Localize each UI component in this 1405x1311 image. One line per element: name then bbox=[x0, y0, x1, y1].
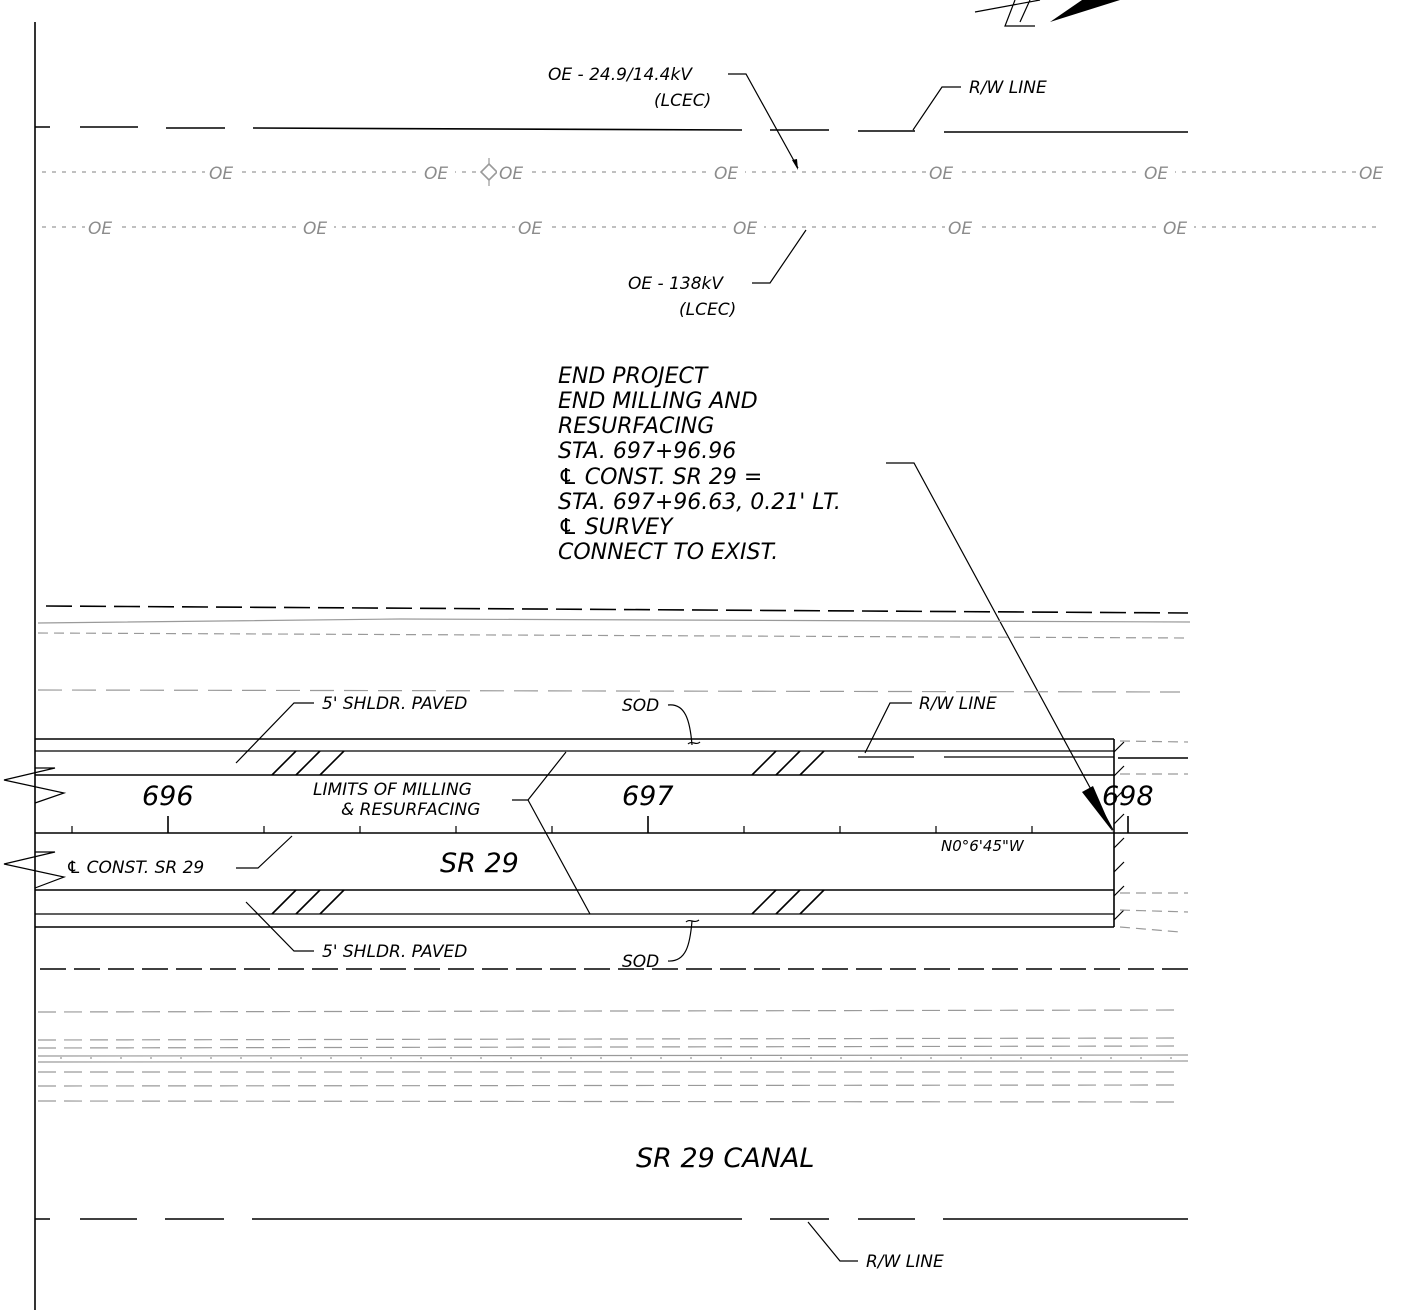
oe-upper-label: OE - 24.9/14.4kV bbox=[548, 65, 693, 85]
limits-label-line1: LIMITS OF MILLING bbox=[313, 780, 472, 800]
oe-label: OE bbox=[714, 164, 738, 184]
shoulder-label-south: 5' SHLDR. PAVED bbox=[322, 942, 467, 962]
rw-line-label-middle: R/W LINE bbox=[919, 694, 997, 714]
rw-line-label: R/W LINE bbox=[969, 78, 1047, 98]
existing-edges-north bbox=[37, 605, 1191, 693]
bearing-label: N0°6'45"W bbox=[941, 837, 1025, 855]
oe-label: OE bbox=[1144, 164, 1168, 184]
canal-label: SR 29 CANAL bbox=[636, 1143, 814, 1174]
rw-line-top bbox=[35, 126, 1188, 133]
oe-label: OE bbox=[424, 164, 448, 184]
station-696: 696 bbox=[142, 781, 194, 812]
rw-middle-callout: R/W LINE bbox=[858, 694, 1114, 758]
oe-lower-callout: OE - 138kV (LCEC) bbox=[628, 229, 807, 320]
station-698: 698 bbox=[1102, 781, 1154, 812]
oe-label: OE bbox=[1359, 164, 1383, 184]
oe-labels: OE OE OE OE OE OE OE OE OE OE OE OE OE bbox=[85, 162, 1386, 239]
station-ticks bbox=[71, 816, 1129, 833]
utility-pole-icon bbox=[479, 158, 499, 186]
note-line-1: END PROJECT bbox=[558, 364, 709, 389]
shoulder-callout-south: 5' SHLDR. PAVED bbox=[245, 901, 467, 962]
rw-line-label-bottom: R/W LINE bbox=[866, 1252, 944, 1272]
sod-callout-south: SOD bbox=[622, 919, 700, 972]
note-line-7: ℄ SURVEY bbox=[558, 515, 674, 540]
limits-label-line2: & RESURFACING bbox=[341, 800, 480, 820]
oe-label: OE bbox=[733, 219, 757, 239]
oe-label: OE bbox=[948, 219, 972, 239]
oe-label: OE bbox=[303, 219, 327, 239]
oe-upper-sublabel: (LCEC) bbox=[654, 91, 711, 111]
note-line-4: STA. 697+96.96 bbox=[558, 439, 736, 464]
existing-edges-south bbox=[37, 968, 1189, 1103]
sod-label-north: SOD bbox=[622, 696, 659, 716]
oe-upper-callout: OE - 24.9/14.4kV (LCEC) bbox=[548, 65, 799, 170]
oe-label: OE bbox=[929, 164, 953, 184]
centerline-label: ℄ CONST. SR 29 bbox=[66, 858, 204, 878]
sod-label-south: SOD bbox=[622, 952, 659, 972]
oe-label: OE bbox=[518, 219, 542, 239]
note-line-2: END MILLING AND bbox=[558, 389, 758, 414]
oe-lower-label: OE - 138kV bbox=[628, 274, 724, 294]
break-symbol-lower bbox=[3, 851, 67, 889]
road-name: SR 29 bbox=[440, 848, 519, 879]
sr29-roadway bbox=[35, 738, 1189, 933]
rw-upper-callout: R/W LINE bbox=[912, 78, 1047, 131]
note-line-8: CONNECT TO EXIST. bbox=[558, 540, 778, 565]
centerline-callout: ℄ CONST. SR 29 bbox=[66, 835, 293, 878]
oe-label: OE bbox=[209, 164, 233, 184]
shoulder-label-north: 5' SHLDR. PAVED bbox=[322, 694, 467, 714]
note-line-6: STA. 697+96.63, 0.21' LT. bbox=[558, 490, 841, 515]
oe-label: OE bbox=[499, 164, 523, 184]
end-project-arrowhead bbox=[1082, 786, 1113, 832]
shoulder-callout-north: 5' SHLDR. PAVED bbox=[235, 694, 467, 764]
oe-label: OE bbox=[88, 219, 112, 239]
note-line-5: ℄ CONST. SR 29 = bbox=[558, 465, 762, 490]
oe-lower-sublabel: (LCEC) bbox=[679, 300, 736, 320]
sod-callout-north: SOD bbox=[622, 696, 701, 746]
station-697: 697 bbox=[622, 781, 674, 812]
shoulder-hatching bbox=[271, 750, 825, 915]
note-line-3: RESURFACING bbox=[558, 414, 714, 439]
north-arrow-icon bbox=[974, 0, 1120, 27]
rw-bottom-callout: R/W LINE bbox=[807, 1221, 944, 1272]
limits-callout: LIMITS OF MILLING & RESURFACING bbox=[313, 751, 591, 915]
end-project-note: END PROJECT END MILLING AND RESURFACING … bbox=[558, 364, 1114, 832]
oe-label: OE bbox=[1163, 219, 1187, 239]
break-symbol-upper bbox=[3, 767, 67, 804]
